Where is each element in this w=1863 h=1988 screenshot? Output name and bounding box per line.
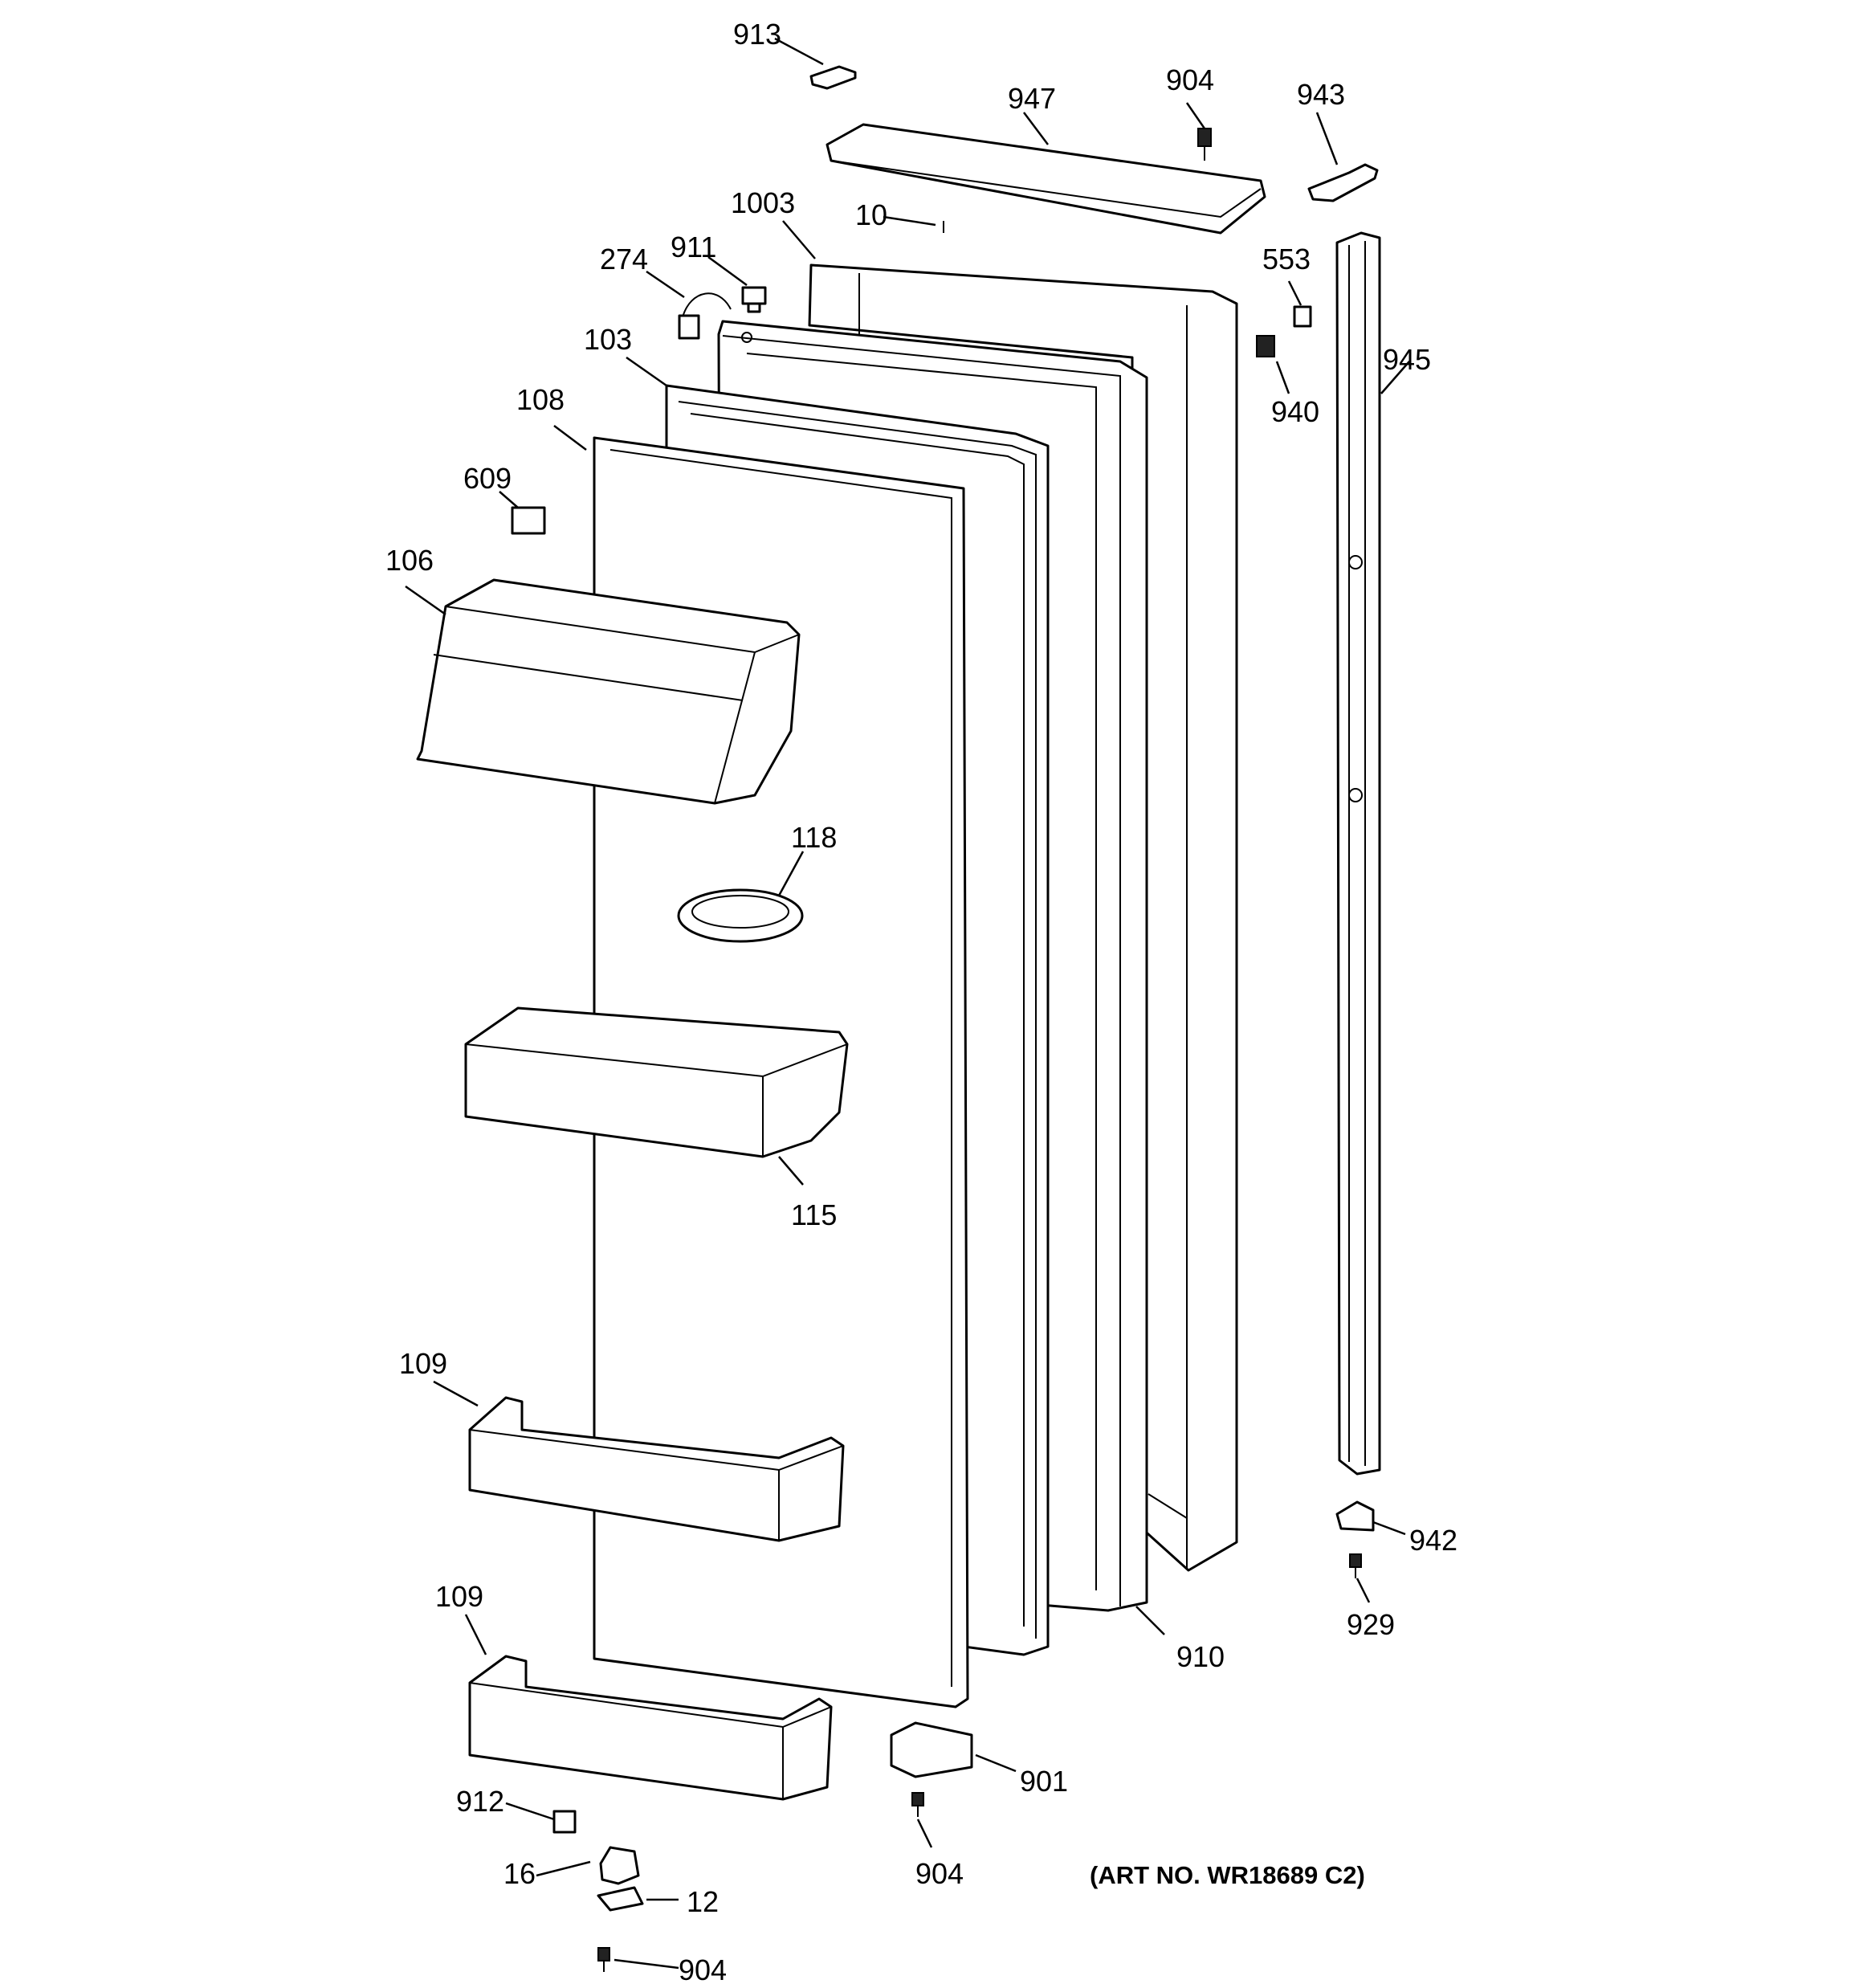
- callout-115: 115: [791, 1198, 837, 1231]
- callout-1003: 1003: [731, 186, 795, 219]
- shelf-109-upper: [468, 1396, 845, 1542]
- plug-911: [741, 286, 767, 313]
- screw-904-top: [1197, 128, 1212, 161]
- wire-harness-274: [678, 292, 732, 340]
- callout-609: 609: [463, 462, 512, 495]
- callout-929: 929: [1347, 1608, 1395, 1641]
- callout-12: 12: [687, 1885, 719, 1918]
- cap-912: [552, 1810, 577, 1834]
- callout-108: 108: [516, 383, 565, 416]
- screw-929: [1349, 1553, 1362, 1578]
- callout-904-top: 904: [1166, 63, 1214, 96]
- part-940: [1256, 335, 1275, 357]
- callout-118: 118: [791, 821, 837, 854]
- callout-103: 103: [584, 323, 632, 356]
- hinge-cover-901: [890, 1721, 973, 1778]
- callout-16: 16: [503, 1857, 536, 1890]
- callout-945: 945: [1383, 343, 1431, 376]
- art-number: (ART NO. WR18689 C2): [1090, 1861, 1365, 1889]
- callout-912: 912: [456, 1785, 504, 1818]
- bin-115: [464, 1006, 849, 1158]
- door-trim-945: [1335, 231, 1381, 1476]
- callout-904-mid: 904: [915, 1857, 964, 1890]
- top-cap-947: [826, 123, 1266, 235]
- callout-labels: 913 947 904 943 1003 10 274 911 553 945 …: [385, 18, 1457, 1986]
- callout-942: 942: [1409, 1524, 1457, 1557]
- callout-911: 911: [671, 231, 716, 263]
- dairy-compartment-106: [416, 578, 801, 805]
- hinge-16: [599, 1846, 640, 1885]
- callout-106: 106: [385, 544, 434, 577]
- callout-940: 940: [1271, 395, 1319, 428]
- callout-947: 947: [1008, 82, 1056, 115]
- egg-tray-118: [677, 888, 804, 943]
- shelf-109-lower: [468, 1655, 833, 1801]
- clip-943: [1307, 163, 1379, 202]
- callout-901: 901: [1020, 1765, 1068, 1798]
- callout-10: 10: [855, 198, 887, 231]
- screw-904-bottom: [597, 1947, 610, 1972]
- callout-274: 274: [600, 243, 648, 276]
- screw-904-mid: [911, 1792, 924, 1817]
- callout-904-bottom: 904: [679, 1953, 727, 1986]
- switch-609: [511, 506, 546, 535]
- cover-913: [809, 65, 857, 90]
- bracket-12: [597, 1886, 644, 1912]
- callout-943: 943: [1297, 78, 1345, 111]
- callout-913: 913: [733, 18, 781, 51]
- callout-109-upper: 109: [399, 1347, 447, 1380]
- bracket-942: [1335, 1500, 1375, 1532]
- part-553: [1293, 305, 1312, 328]
- leader-lines: [405, 37, 1410, 1970]
- callout-109-lower: 109: [435, 1580, 483, 1613]
- callout-553: 553: [1262, 243, 1311, 276]
- callout-910: 910: [1176, 1640, 1225, 1673]
